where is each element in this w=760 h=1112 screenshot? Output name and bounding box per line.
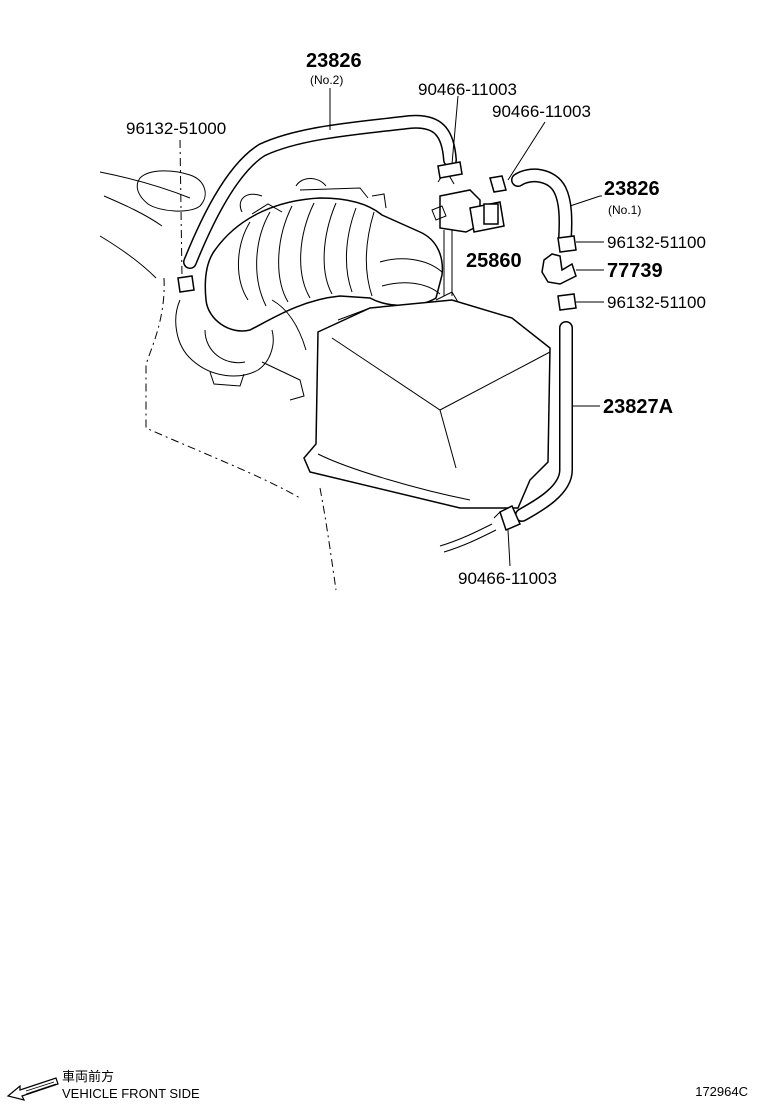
label-clamp-a: 90466-11003	[418, 80, 517, 99]
vehicle-front-label-en: VEHICLE FRONT SIDE	[62, 1086, 200, 1101]
clamp-top[interactable]	[437, 161, 463, 179]
label-clip-left: 96132-51000	[126, 119, 226, 138]
label-hose-no1: 23826	[604, 178, 660, 200]
label-hose-no2-sub: (No.2)	[310, 73, 343, 87]
engine-outline	[99, 170, 551, 591]
label-vsv: 25860	[466, 250, 522, 272]
filter[interactable]	[541, 253, 604, 285]
label-clamp-bottom: 90466-11003	[458, 569, 557, 588]
vehicle-front-label: 車両前方 VEHICLE FRONT SIDE	[62, 1068, 200, 1102]
diagram-code: 172964C	[695, 1084, 748, 1099]
label-hose-no2: 23826	[306, 50, 362, 72]
clamp-right[interactable]	[489, 175, 507, 193]
label-hose-no1-sub: (No.1)	[608, 203, 641, 217]
hose-no1[interactable]	[511, 168, 573, 245]
label-filter: 77739	[607, 260, 663, 282]
clip-right-lower[interactable]	[557, 293, 604, 311]
vsv-valve[interactable]	[431, 169, 505, 296]
label-clamp-b: 90466-11003	[492, 102, 591, 121]
arrow-left-down-icon	[6, 1077, 59, 1101]
vehicle-front-label-jp: 車両前方	[62, 1069, 115, 1084]
label-clip-right-upper: 96132-51100	[607, 233, 706, 252]
clip-right-upper[interactable]	[557, 235, 604, 253]
hose-no2[interactable]	[183, 114, 457, 269]
hose-23827a[interactable]	[515, 321, 573, 522]
label-hose-a: 23827A	[603, 396, 673, 418]
label-clip-right-lower: 96132-51100	[607, 293, 706, 312]
clamp-bottom[interactable]	[493, 504, 521, 532]
clip-left[interactable]	[177, 275, 195, 293]
